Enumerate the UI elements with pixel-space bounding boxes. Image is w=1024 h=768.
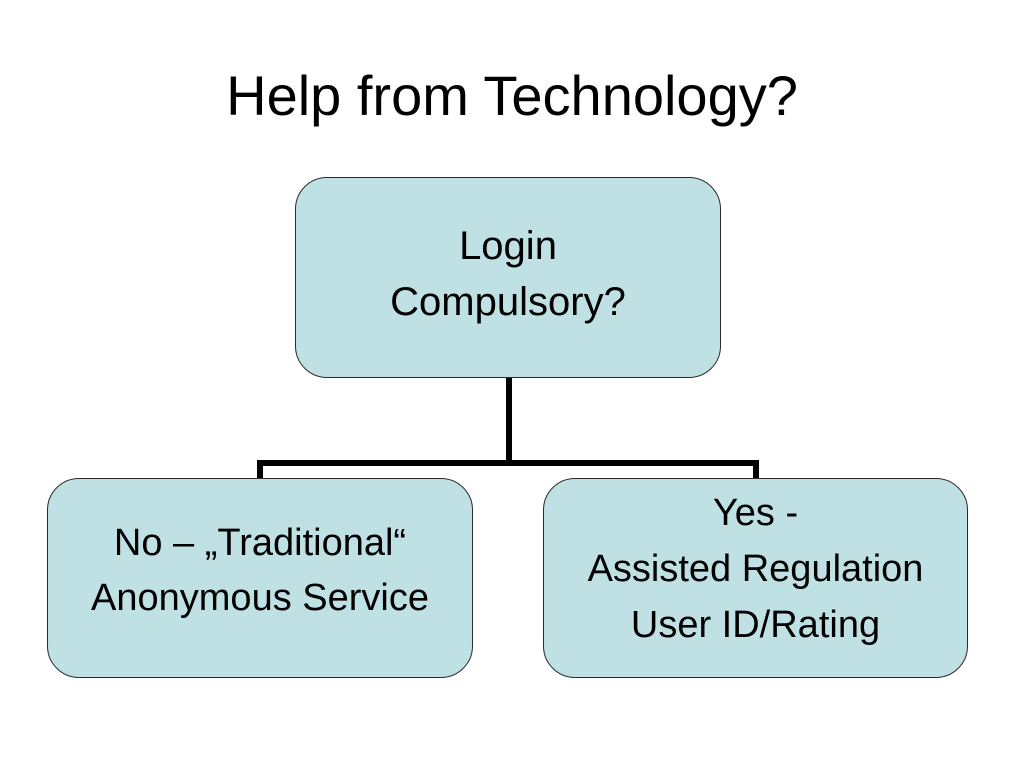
slide-title: Help from Technology? <box>226 64 798 127</box>
root-node-line: Compulsory? <box>390 279 626 324</box>
right-node-line: Yes - <box>712 492 799 534</box>
root-node-login-compulsory: Login Compulsory? <box>295 177 721 378</box>
left-node-line: No – „Traditional“ <box>113 522 407 564</box>
left-node-line: Anonymous Service <box>91 577 429 619</box>
right-node-line: Assisted Regulation <box>587 548 924 590</box>
root-node-line: Login <box>459 223 557 268</box>
right-node-line: User ID/Rating <box>630 604 881 646</box>
child-node-no-traditional: No – „Traditional“ Anonymous Service <box>47 478 473 678</box>
child-node-yes-assisted-regulation: Yes - Assisted Regulation User ID/Rating <box>543 478 968 678</box>
